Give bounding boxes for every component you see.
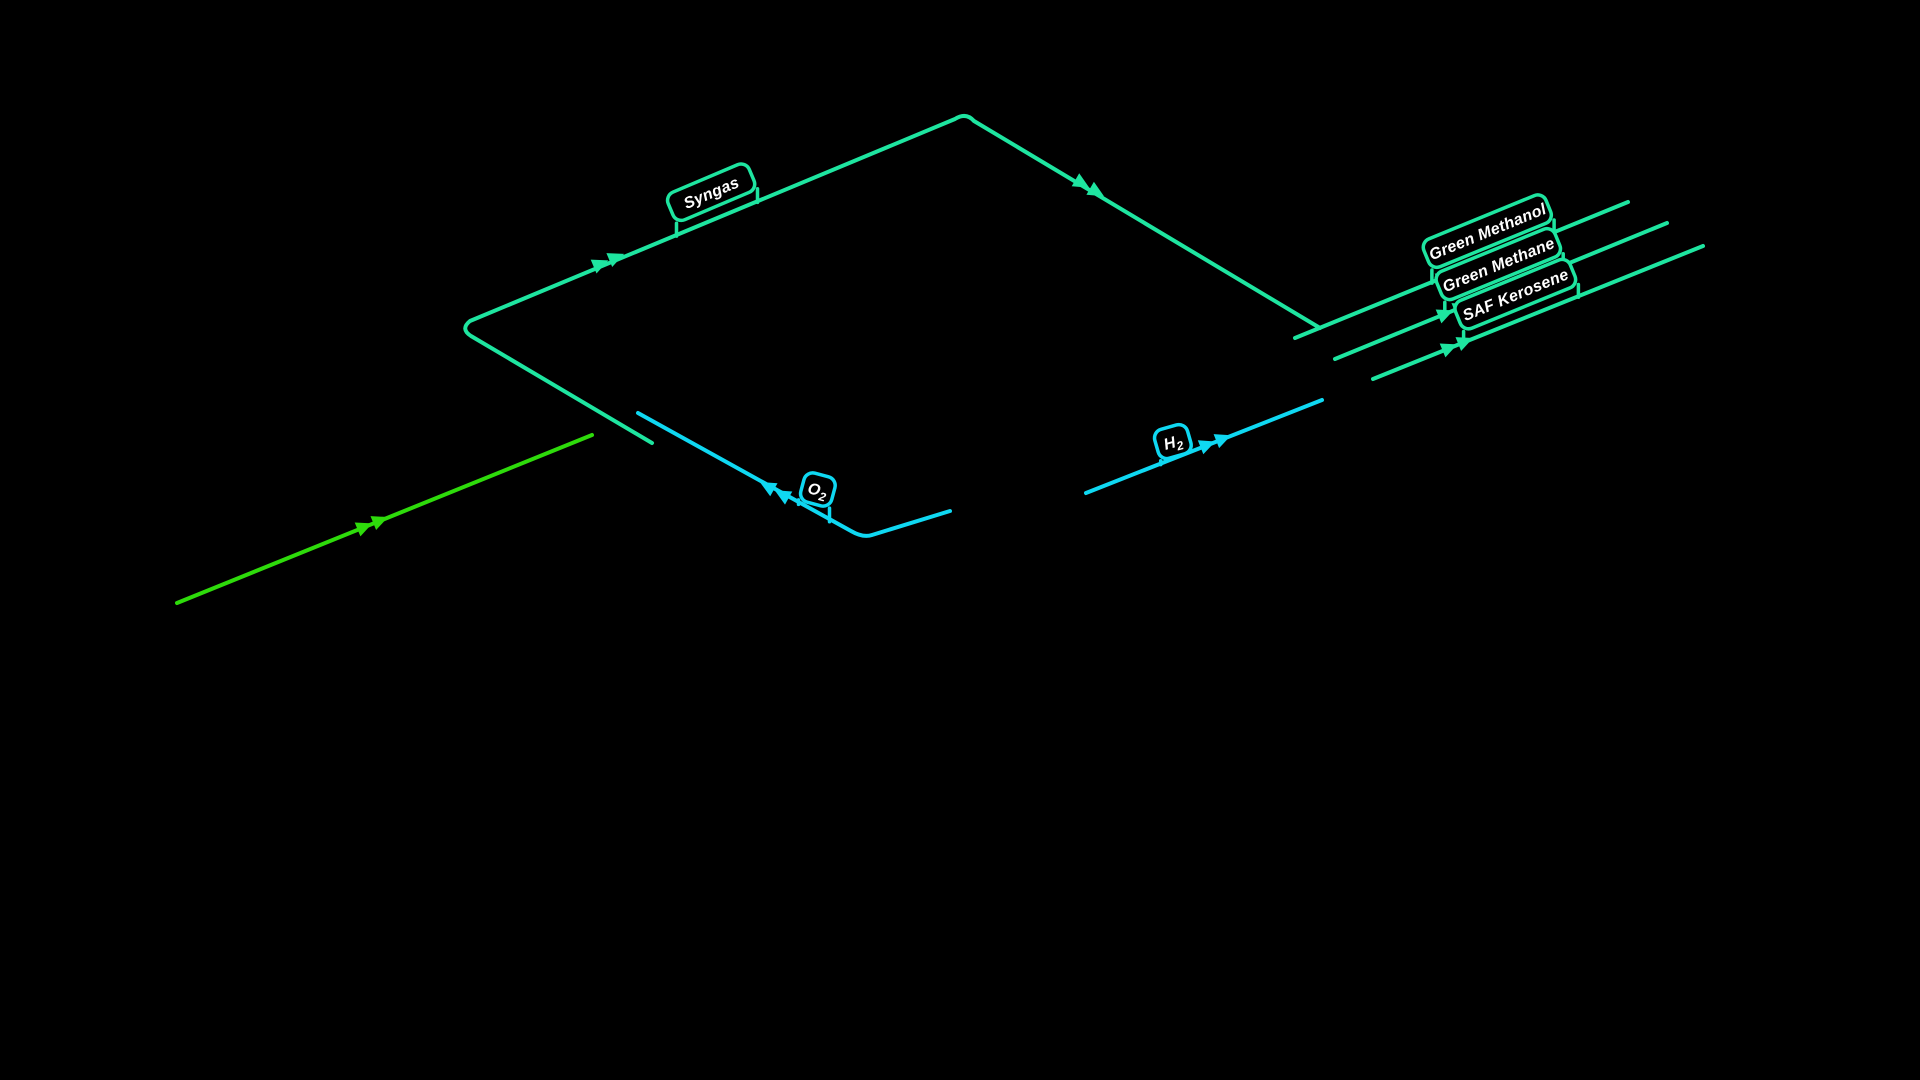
syngas-loop-line	[463, 114, 1322, 445]
saf-kerosene-line	[1371, 244, 1705, 381]
label-o2: O2	[796, 471, 837, 524]
oxygen-line-arrowhead-1	[759, 482, 778, 497]
label-methanol-box	[1421, 193, 1554, 270]
label-methane-box	[1434, 226, 1563, 302]
renewable-electricity-line-arrowhead-1	[370, 516, 389, 530]
label-h2-box	[1152, 422, 1193, 461]
label-syngas: Syngas	[665, 162, 760, 238]
label-syngas-box	[665, 162, 757, 223]
label-kerosene-box	[1453, 257, 1578, 331]
label-h2: H2	[1152, 422, 1193, 467]
saf-kerosene-line-path	[1371, 244, 1705, 381]
syngas-loop-line-arrowhead-1	[606, 253, 625, 267]
saf-kerosene-line-arrowhead-2	[1439, 343, 1458, 358]
hydrogen-line	[1084, 398, 1324, 495]
oxygen-line-arrowhead-2	[774, 490, 793, 505]
label-syngas-group: Syngas	[665, 162, 757, 223]
label-h2-text: H2	[1162, 432, 1186, 456]
renewable-electricity-line-arrowhead-2	[354, 522, 373, 537]
label-o2-group: O2	[798, 471, 837, 508]
label-h2-group: H2	[1152, 422, 1193, 461]
syngas-loop-line-path	[463, 114, 1322, 445]
oxygen-line	[636, 411, 952, 538]
syngas-loop-line-arrowhead-2	[1071, 173, 1090, 188]
hydrogen-line-arrowhead-1	[1213, 434, 1232, 449]
syngas-loop-line-arrowhead-1	[1086, 181, 1104, 197]
syngas-loop-line-arrowhead-2	[590, 259, 609, 274]
oxygen-line-path	[636, 411, 952, 538]
hydrogen-line-arrowhead-2	[1197, 440, 1216, 455]
renewable-electricity-line	[175, 433, 594, 605]
label-o2-box	[798, 471, 837, 508]
